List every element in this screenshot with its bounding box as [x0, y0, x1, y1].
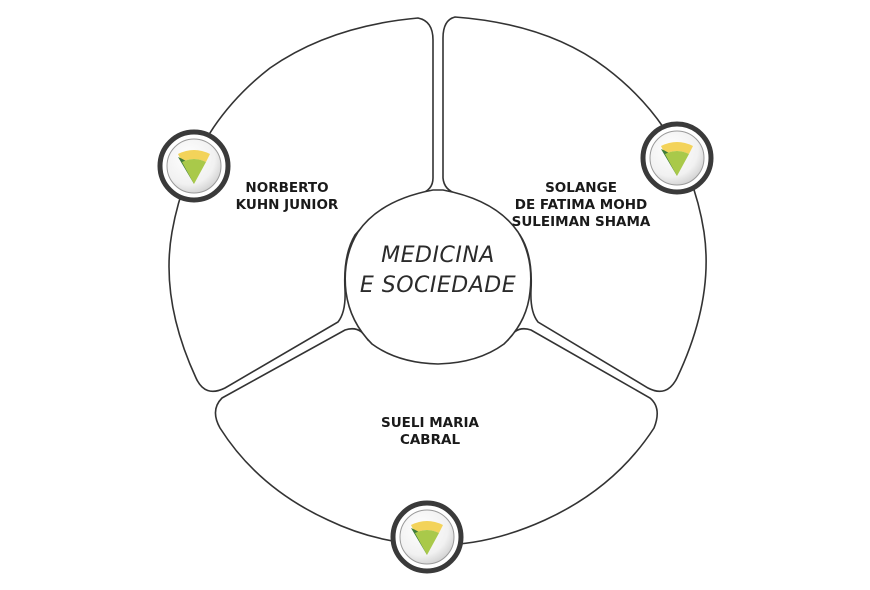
shield-logo-icon: [661, 142, 693, 176]
badge-bottom: [390, 500, 464, 574]
segment-right-label-line-1: SOLANGE: [545, 180, 617, 196]
center-title-line-1: MEDICINA: [381, 243, 495, 268]
segment-right-label-line-3: SULEIMAN SHAMA: [512, 214, 651, 230]
badge-left: [157, 129, 231, 203]
badge-right: [640, 121, 714, 195]
shield-logo-icon: [178, 150, 210, 184]
segment-left-label-line-2: KUHN JUNIOR: [236, 197, 339, 213]
center-title-line-2: E SOCIEDADE: [360, 273, 516, 298]
shield-logo-icon: [411, 521, 443, 555]
segment-right-label-line-2: DE FATIMA MOHD: [515, 197, 647, 213]
center-hub: [344, 189, 532, 365]
segment-bottom-label-line-2: CABRAL: [400, 432, 460, 448]
segment-bottom-label-line-1: SUELI MARIA: [381, 415, 480, 431]
segment-left-label-line-1: NORBERTO: [245, 180, 328, 196]
